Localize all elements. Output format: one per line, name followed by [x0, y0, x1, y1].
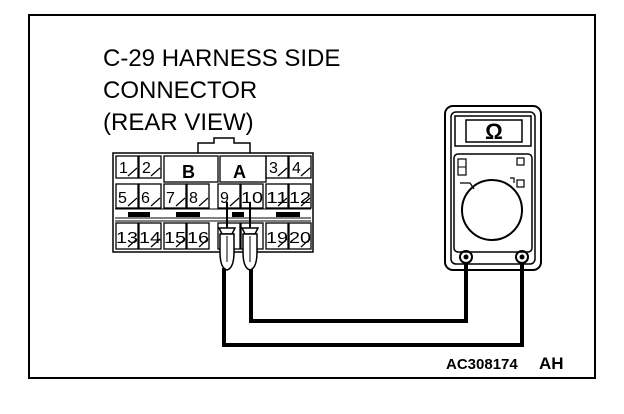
pin-label: 9: [220, 190, 229, 207]
terminal-left: [459, 250, 473, 264]
pin-label: 6: [141, 190, 150, 207]
figure-reference-suffix: AH: [539, 354, 564, 373]
pin-label: 16: [187, 230, 209, 247]
pin-label: 8: [189, 190, 198, 207]
harness-connector: [112, 137, 314, 253]
pin-label: 4: [292, 160, 301, 177]
lead-wire-left: [222, 262, 524, 347]
pin-label: 3: [269, 160, 278, 177]
probe-left: [217, 202, 237, 271]
connector-lock-bars: [128, 212, 300, 217]
pin-numbers: 1 2 3 4 5 6 7 8 9 10 11 12 13 14 15 16 1…: [116, 160, 311, 247]
pin-label: 2: [142, 160, 151, 177]
connector-title: C-29 HARNESS SIDE CONNECTOR (REAR VIEW): [103, 45, 340, 136]
multimeter: [444, 105, 542, 271]
lead-wire-right: [249, 262, 468, 323]
title-line-3: (REAR VIEW): [103, 109, 254, 136]
pin-label: 14: [139, 230, 161, 247]
pin-label: 15: [164, 230, 186, 247]
cavity-label-b: B: [182, 162, 195, 182]
pin-label: 1: [119, 160, 128, 177]
probe-right: [240, 202, 260, 271]
pin-label: 20: [289, 230, 311, 247]
pin-label: 10: [241, 190, 263, 207]
pin-label: 19: [266, 230, 288, 247]
pin-label: 12: [289, 190, 311, 207]
terminal-right: [515, 250, 529, 264]
pin-label: 13: [116, 230, 138, 247]
pin-label: 5: [118, 190, 127, 207]
test-leads: [222, 262, 524, 347]
cavity-label-a: A: [233, 162, 246, 182]
selector-dial: [461, 179, 523, 241]
title-line-2: CONNECTOR: [103, 77, 257, 104]
figure-reference: AC308174: [446, 356, 518, 373]
title-line-1: C-29 HARNESS SIDE: [103, 45, 340, 72]
pin-label: 7: [166, 190, 175, 207]
figure-frame: [28, 14, 596, 379]
ohm-display: Ω: [485, 119, 503, 144]
pin-label: 11: [266, 190, 288, 207]
